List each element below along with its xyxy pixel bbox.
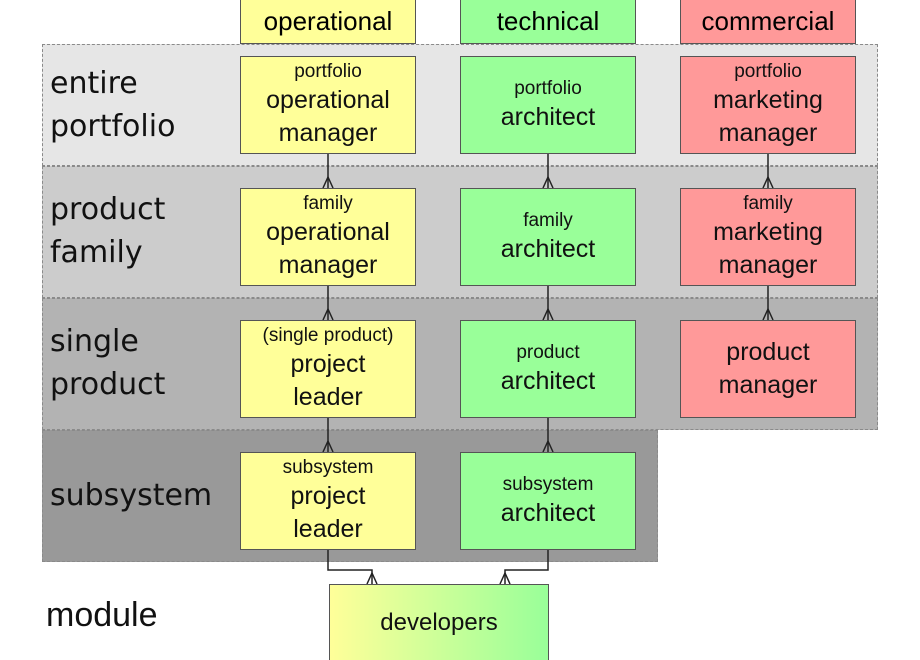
role-scope: portfolio (734, 61, 802, 82)
portfolio-marketing-manager-box: portfolio marketing manager (680, 56, 856, 154)
subsystem-architect-box: subsystem architect (460, 452, 636, 550)
role-title: marketing manager (713, 86, 823, 147)
role-title: architect (500, 234, 596, 263)
role-scope: subsystem (502, 473, 594, 495)
role-title: architect (500, 498, 596, 527)
level-label-product-family: product family (50, 192, 166, 270)
role-title: project leader (290, 350, 366, 411)
level-label-subsystem: subsystem (50, 478, 213, 513)
role-scope: portfolio (514, 77, 582, 99)
role-title: architect (500, 102, 596, 131)
role-title: marketing manager (713, 218, 823, 279)
role-scope: portfolio (294, 61, 362, 82)
column-header-commercial: commercial (680, 0, 856, 44)
product-manager-box: product manager (680, 320, 856, 418)
role-title: product manager (718, 338, 818, 399)
role-title: architect (500, 366, 596, 395)
role-scope: family (743, 193, 793, 214)
level-label-single-product: single product (50, 324, 166, 402)
role-scope: (single product) (262, 325, 394, 346)
portfolio-operational-manager-box: portfolio operational manager (240, 56, 416, 154)
column-header-operational: operational (240, 0, 416, 44)
role-scope: family (523, 209, 573, 231)
portfolio-architect-box: portfolio architect (460, 56, 636, 154)
product-architect-box: product architect (460, 320, 636, 418)
role-scope: subsystem (282, 457, 374, 478)
developers-box: developers (329, 584, 549, 660)
role-title: operational manager (266, 218, 390, 279)
level-label-entire-portfolio: entire portfolio (50, 66, 176, 144)
role-scope: family (303, 193, 353, 214)
subsystem-project-leader-box: subsystem project leader (240, 452, 416, 550)
family-architect-box: family architect (460, 188, 636, 286)
family-marketing-manager-box: family marketing manager (680, 188, 856, 286)
column-header-technical: technical (460, 0, 636, 44)
role-title: project leader (290, 482, 366, 543)
developers-label: developers (380, 609, 498, 636)
role-scope: product (516, 341, 580, 363)
single-product-project-leader-box: (single product) project leader (240, 320, 416, 418)
family-operational-manager-box: family operational manager (240, 188, 416, 286)
role-title: operational manager (266, 86, 390, 147)
level-label-module: module (46, 596, 158, 634)
